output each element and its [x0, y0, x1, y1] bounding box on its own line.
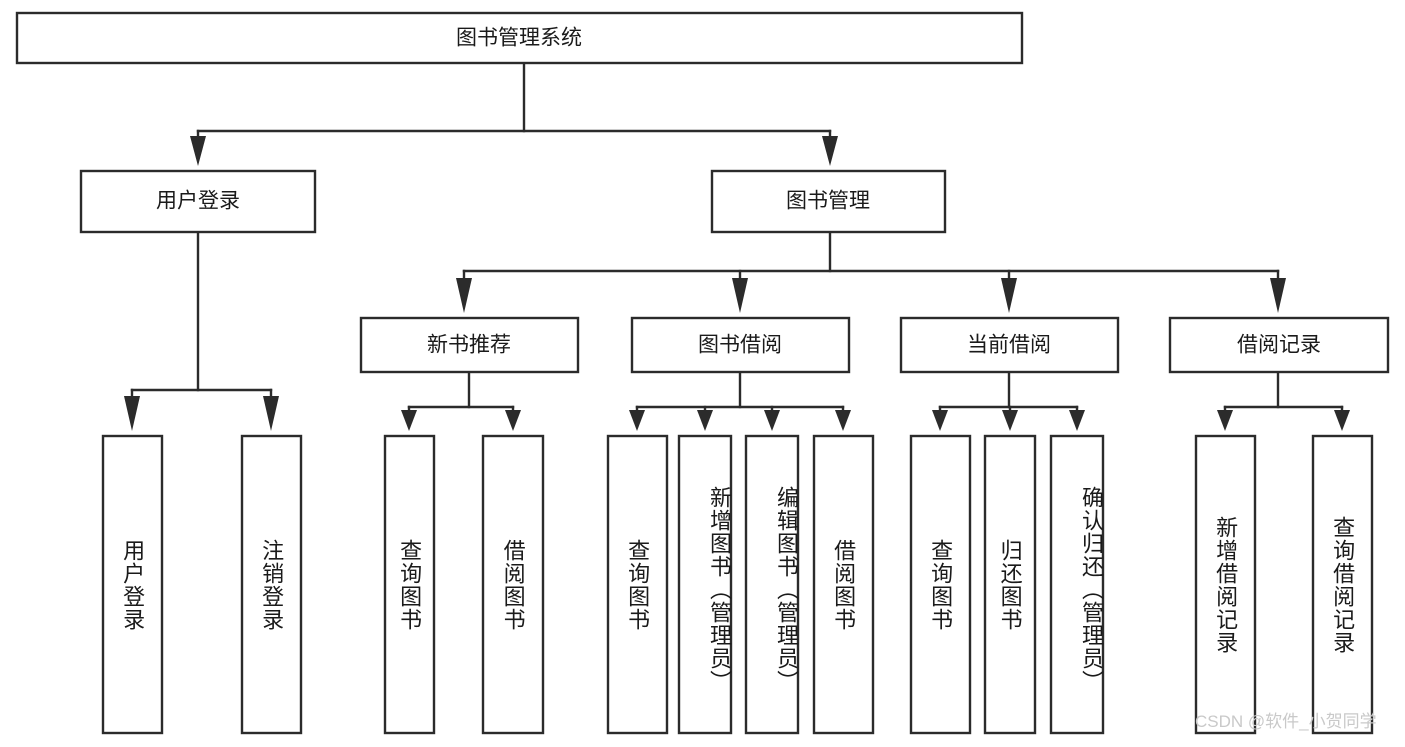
connector-group-book-mgmt — [456, 230, 1286, 313]
connector-group-user-login — [124, 230, 279, 431]
leaf-rect-add-book-admin[interactable] — [677, 434, 733, 735]
node-book-borrow-rect[interactable] — [630, 316, 851, 374]
leaf-rect-borrow-book-bb[interactable] — [812, 434, 875, 735]
arrow-head-leaf-2 — [263, 396, 279, 431]
leaf-rect-query-borrow-record[interactable] — [1311, 434, 1374, 735]
node-new-book-rec-label: 新书推荐 — [427, 334, 511, 357]
leaf-rect-logout[interactable] — [240, 434, 303, 735]
connector-group-root — [190, 61, 838, 166]
node-book-mgmt[interactable]: 图书管理 — [710, 169, 947, 234]
node-current-borrow-rect[interactable] — [899, 316, 1120, 374]
node-book-mgmt-label: 图书管理 — [786, 190, 870, 213]
connector-group-borrow-record — [1217, 370, 1350, 431]
arrow-head-to-current-borrow — [1001, 278, 1017, 313]
arrow-head-leaf-9 — [932, 410, 948, 431]
leaf-rect-return-book[interactable] — [983, 434, 1037, 735]
arrow-head-to-book-borrow — [732, 278, 748, 313]
arrow-head-to-new-book-rec — [456, 278, 472, 313]
node-new-book-rec-rect[interactable] — [359, 316, 580, 374]
connector-group-book-borrow — [629, 370, 851, 431]
arrow-head-leaf-1 — [124, 396, 140, 431]
arrow-head-leaf-13 — [1334, 410, 1350, 431]
leaf-rect-user-login[interactable] — [101, 434, 164, 735]
arrow-head-leaf-12 — [1217, 410, 1233, 431]
node-borrow-record-rect[interactable] — [1168, 316, 1390, 374]
leaf-rect-edit-book-admin[interactable] — [744, 434, 800, 735]
node-user-login[interactable]: 用户登录 — [79, 169, 317, 234]
node-book-borrow[interactable]: 图书借阅 — [630, 316, 851, 374]
leaf-rect-query-book-nbr[interactable] — [383, 434, 436, 735]
arrow-head-to-book-mgmt — [822, 136, 838, 166]
node-root[interactable]: 图书管理系统 — [15, 11, 1024, 65]
node-book-borrow-label: 图书借阅 — [698, 334, 782, 357]
node-current-borrow[interactable]: 当前借阅 — [899, 316, 1120, 374]
leaf-rect-query-book-cb[interactable] — [909, 434, 972, 735]
node-borrow-record[interactable]: 借阅记录 — [1168, 316, 1390, 374]
node-root-label: 图书管理系统 — [456, 27, 582, 50]
arrow-head-leaf-7 — [764, 410, 780, 431]
leaf-rect-confirm-return-admin[interactable] — [1049, 434, 1105, 735]
node-user-login-label: 用户登录 — [156, 190, 240, 213]
arrow-head-leaf-11 — [1069, 410, 1085, 431]
leaf-rect-borrow-book-nbr[interactable] — [481, 434, 545, 735]
connector-group-current-borrow — [932, 370, 1085, 431]
arrow-head-leaf-8 — [835, 410, 851, 431]
leaf-rect-add-borrow-record[interactable] — [1194, 434, 1257, 735]
connector-group-new-book-rec — [401, 370, 521, 431]
node-user-login-rect[interactable] — [79, 169, 317, 234]
arrow-head-to-borrow-record — [1270, 278, 1286, 313]
leaf-rect-query-book-bb[interactable] — [606, 434, 669, 735]
leaf-box-group — [101, 434, 1374, 735]
node-book-mgmt-rect[interactable] — [710, 169, 947, 234]
node-borrow-record-label: 借阅记录 — [1237, 334, 1321, 357]
arrow-head-leaf-3 — [401, 410, 417, 431]
node-new-book-rec[interactable]: 新书推荐 — [359, 316, 580, 374]
csdn-watermark: CSDN @软件_小贺同学 — [1195, 712, 1377, 731]
arrow-head-leaf-6 — [697, 410, 713, 431]
node-root-rect[interactable] — [15, 11, 1024, 65]
arrow-head-to-user-login — [190, 136, 206, 166]
arrow-head-leaf-4 — [505, 410, 521, 431]
arrow-head-leaf-5 — [629, 410, 645, 431]
node-current-borrow-label: 当前借阅 — [967, 334, 1051, 357]
arrow-head-leaf-10 — [1002, 410, 1018, 431]
